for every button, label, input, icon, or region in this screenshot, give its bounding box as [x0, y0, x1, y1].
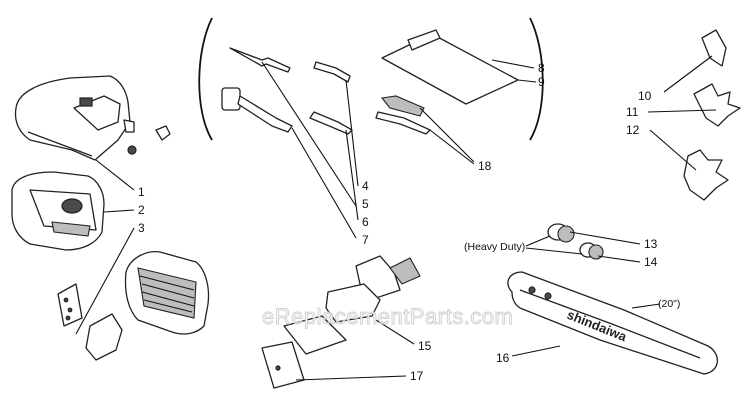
- callout-15: 15: [418, 339, 432, 353]
- callout-12: 12: [626, 123, 640, 137]
- tool-group-bracket-left: [198, 17, 213, 141]
- callout-17: 17: [410, 369, 424, 383]
- callout-11: 11: [626, 105, 639, 119]
- callout-14: 14: [644, 255, 658, 269]
- callout-10: 10: [638, 89, 652, 103]
- top-cover: [14, 75, 171, 161]
- bar-length-note: (20"): [658, 298, 680, 310]
- tool-group-bracket-right: [529, 17, 544, 141]
- heavy-duty-note: (Heavy Duty): [464, 241, 525, 253]
- callout-7: 7: [362, 233, 369, 247]
- bracket-plate: [57, 283, 123, 361]
- air-filter-cover: [11, 171, 105, 251]
- callout-6: 6: [362, 215, 369, 229]
- callout-5: 5: [362, 197, 369, 211]
- callout-labels: 1 2 3 4 5 6 7 8 9 10 11 12 13 14 15 16 1…: [138, 61, 680, 383]
- tool-file: [309, 111, 353, 135]
- tool-hex-key: [313, 61, 351, 83]
- chain-guard-assembly: [261, 255, 421, 389]
- leader-lines: [75, 55, 717, 381]
- blade-12: [683, 149, 729, 201]
- watermark: eReplacementParts.com: [262, 304, 513, 329]
- blade-10: [701, 29, 727, 67]
- tool-screwdriver: [229, 47, 291, 73]
- callout-4: 4: [362, 179, 369, 193]
- callout-16: 16: [496, 351, 510, 365]
- blade-11: [693, 83, 741, 127]
- callout-8: 8: [538, 61, 545, 75]
- file-set: [375, 95, 431, 135]
- sprocket-cover: [124, 251, 210, 335]
- owners-manual: [381, 29, 519, 105]
- callout-13: 13: [644, 237, 658, 251]
- bushing-standard: [579, 242, 604, 260]
- bushing-heavy-duty: [547, 223, 575, 243]
- tool-spark-plug-wrench: [221, 87, 293, 133]
- callout-3: 3: [138, 221, 145, 235]
- callout-18: 18: [478, 159, 492, 173]
- callout-1: 1: [138, 185, 145, 199]
- guide-bar: shindaiwa: [507, 271, 718, 375]
- callout-2: 2: [138, 203, 145, 217]
- callout-9: 9: [538, 75, 545, 89]
